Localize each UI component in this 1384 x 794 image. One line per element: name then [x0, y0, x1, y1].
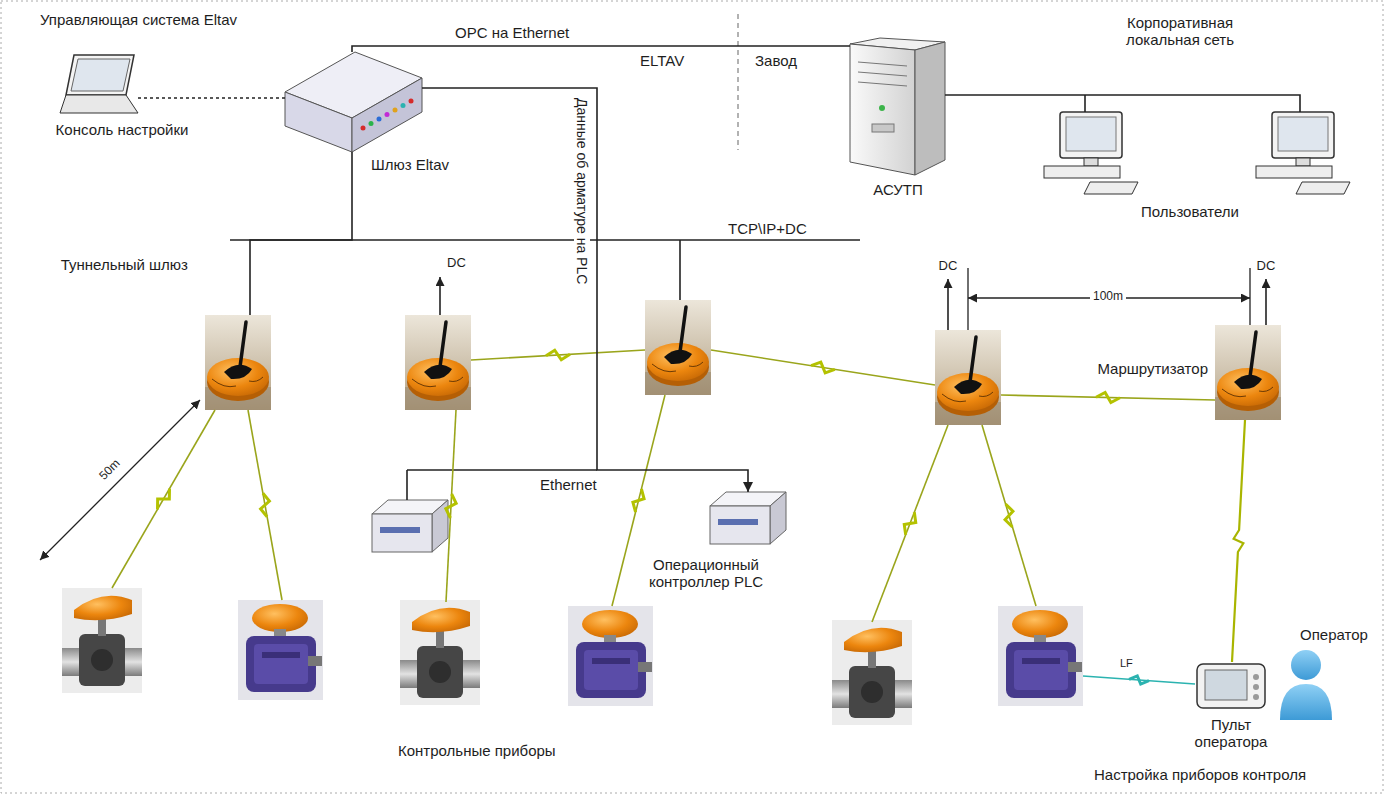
- actuator-icon: [238, 600, 1083, 706]
- device-node: АСУТП: [850, 38, 945, 175]
- pc-icon: [1044, 112, 1350, 194]
- zone-separator: [737, 14, 739, 150]
- annotation-label: Завод: [755, 52, 797, 69]
- network-line: [422, 88, 748, 492]
- annotation-label: LF: [1120, 657, 1133, 670]
- annotation-label: Ethernet: [540, 476, 597, 493]
- device-label: Пульт оператора: [1181, 716, 1281, 751]
- annotation-label: 50m: [97, 457, 123, 483]
- device-node: Пульт оператора: [1195, 662, 1267, 710]
- annotation-label: 100m: [1090, 290, 1126, 304]
- server-icon: [850, 38, 945, 175]
- radio-link: [1232, 420, 1245, 662]
- device-label: Оператор: [1300, 626, 1368, 643]
- annotation-label: TCP\IP+DC: [728, 220, 807, 237]
- device-label: Маршрутизатор: [1097, 360, 1208, 377]
- connector-label: Корпоративная локальная сеть: [1105, 14, 1255, 49]
- gateway-icon: [285, 52, 422, 152]
- dc-arrow: [440, 277, 1266, 330]
- wireless-node-icon: [205, 300, 1281, 425]
- radio-link: [112, 349, 1215, 622]
- valve-icon: [62, 588, 912, 725]
- annotation-label: Управляющая система Eltav: [40, 11, 237, 28]
- panel-icon: [1197, 664, 1265, 708]
- network-line: [250, 152, 352, 315]
- network-line: [945, 95, 1300, 112]
- annotation-label: Настройка приборов контроля: [1094, 766, 1306, 783]
- operator-icon: [1280, 650, 1332, 720]
- device-node: Шлюз Eltav: [285, 52, 422, 152]
- annotation-label: ELTAV: [640, 52, 684, 69]
- device-node: Туннельный шлюз: [205, 315, 271, 410]
- connector-label: Данные об арматуре на PLC: [574, 95, 590, 287]
- network-line: [138, 97, 285, 99]
- device-label: Пользователи: [1141, 203, 1239, 220]
- connector-label: OPC на Ethernet: [455, 24, 569, 41]
- device-node: Консоль настройки: [60, 55, 138, 117]
- plc-icon: [372, 492, 786, 552]
- device-node: Пользователи: [1040, 112, 1352, 196]
- laptop-icon: [60, 55, 138, 113]
- device-label: АСУТП: [873, 181, 922, 198]
- annotation-label: DC: [447, 256, 466, 271]
- network-line: [352, 46, 850, 52]
- device-label: Операционный контроллер PLC: [636, 556, 776, 591]
- device-label: Консоль настройки: [56, 121, 189, 138]
- device-node: Маршрутизатор: [1215, 325, 1281, 420]
- annotation-label: Контрольные приборы: [398, 742, 556, 759]
- device-label: Туннельный шлюз: [61, 256, 188, 273]
- dimension-line: [40, 268, 1250, 560]
- annotation-label: DC: [1257, 259, 1276, 274]
- wire: [230, 95, 1085, 500]
- device-node: Операционный контроллер PLC: [710, 492, 786, 544]
- annotation-label: DC: [939, 259, 958, 274]
- device-node: Оператор: [1278, 648, 1334, 720]
- device-label: Шлюз Eltav: [371, 156, 449, 173]
- lf-link: [1083, 675, 1195, 684]
